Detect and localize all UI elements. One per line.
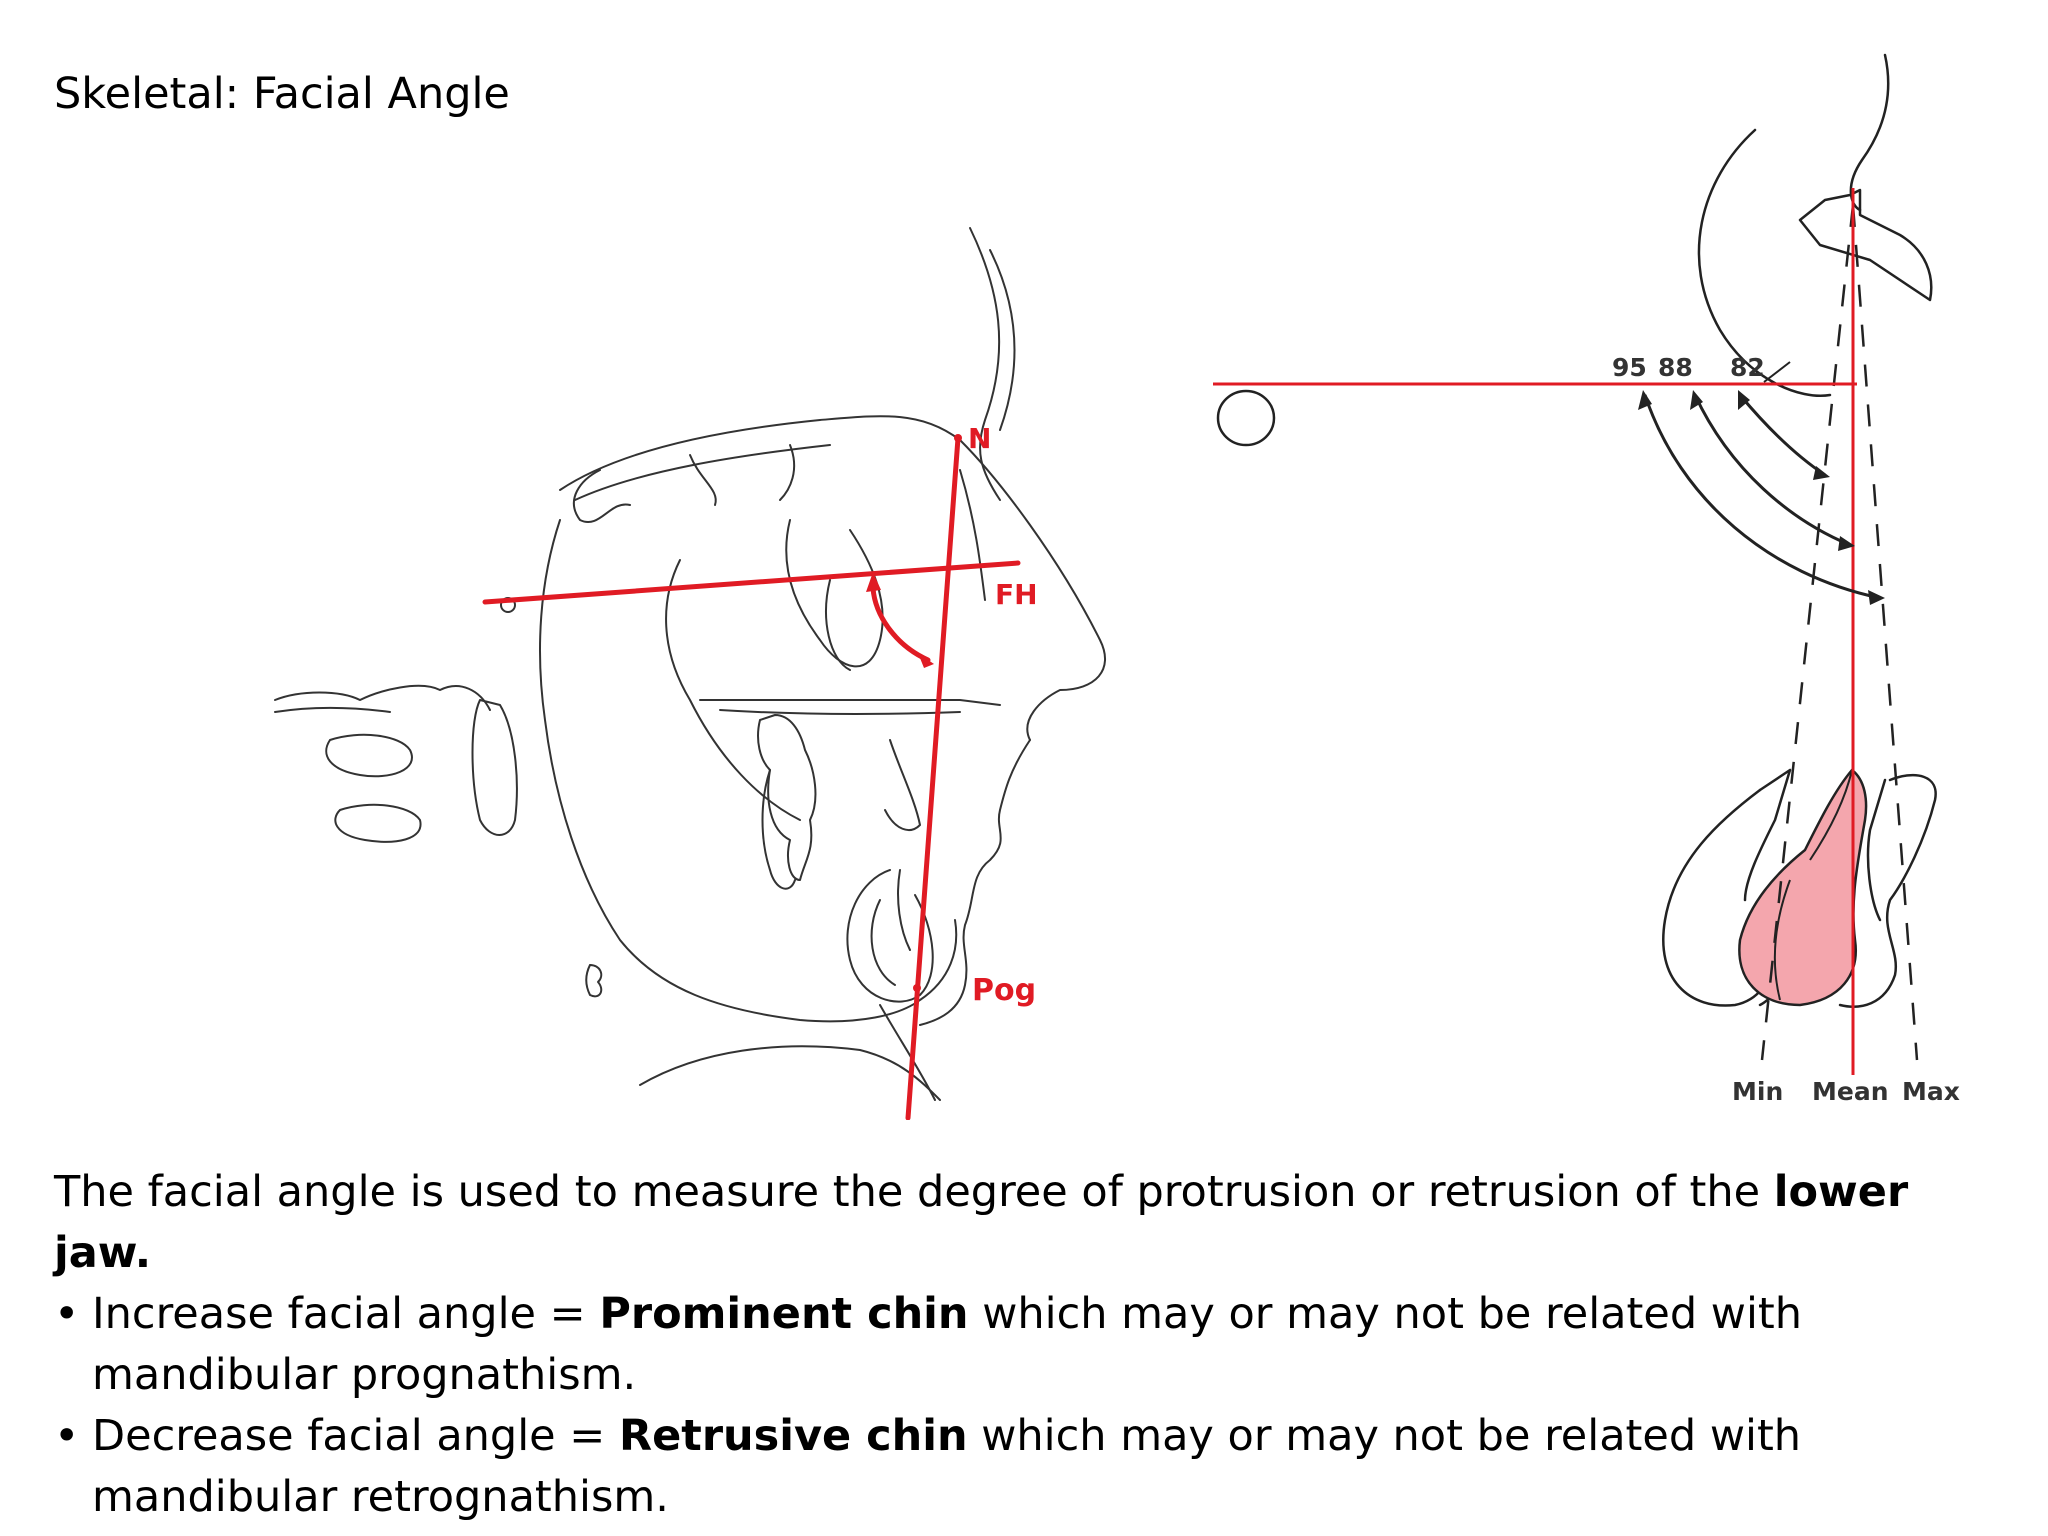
max-plane-line [1851, 204, 1919, 1061]
bullet-bold: Prominent chin [599, 1289, 969, 1339]
angle-label-tick [1763, 361, 1791, 383]
frankfort-horizontal-label: FH [995, 578, 1038, 611]
axis-label-mean: Mean [1812, 1077, 1889, 1106]
angle-label-88: 88 [1658, 353, 1693, 382]
axis-label-max: Max [1902, 1077, 1960, 1106]
angle-label-82: 82 [1730, 353, 1765, 382]
facial-plane-lines [482, 435, 1021, 1120]
intro-bold: lower jaw. [54, 1167, 1909, 1278]
arc-arrowheads [1638, 390, 1885, 605]
bullet-marker: • [54, 1289, 80, 1339]
bullet-text-after: which may or may not be related with man… [92, 1289, 1803, 1400]
arc-95 [1643, 394, 1881, 600]
slide-title: Skeletal: Facial Angle [54, 69, 510, 119]
angle-label-95: 95 [1612, 353, 1647, 382]
angle-arrowheads [866, 434, 962, 992]
body-text: The facial angle is used to measure the … [54, 1162, 2014, 1528]
intro-text: The facial angle is used to measure the … [54, 1167, 1774, 1217]
frankfort-horizontal-line [482, 560, 1021, 605]
mean-incisor-edge [1809, 769, 1853, 861]
cephalometric-tracing-figure: N FH Pog [274, 227, 1106, 1120]
mean-incisor-highlight [1738, 768, 1868, 1007]
bullet-item-prominent-chin: •Increase facial angle = Prominent chin … [54, 1284, 2014, 1406]
nasion-label: N [968, 422, 991, 455]
facial-plane-line [905, 435, 961, 1120]
facial-angle-arc [870, 585, 931, 663]
arc-82 [1738, 394, 1826, 477]
bullet-marker: • [54, 1411, 80, 1461]
bullet-text-before: Increase facial angle = [92, 1289, 600, 1339]
bullet-text-after: which may or may not be related with man… [92, 1411, 1802, 1522]
facial-angle-range-figure: 95 88 82 Min Mean Max [1213, 53, 1960, 1106]
bullet-list: •Increase facial angle = Prominent chin … [54, 1284, 2014, 1528]
bullet-bold: Retrusive chin [618, 1411, 968, 1461]
bullet-item-retrusive-chin: •Decrease facial angle = Retrusive chin … [54, 1406, 2014, 1528]
pogonion-label: Pog [972, 973, 1036, 1008]
axis-label-min: Min [1732, 1077, 1783, 1106]
angle-arcs [1643, 394, 1881, 600]
arc-88 [1693, 394, 1851, 547]
red-reference-lines [1213, 188, 1857, 1075]
skull-outline [274, 227, 1106, 1101]
intro-paragraph: The facial angle is used to measure the … [54, 1162, 2014, 1284]
bullet-text-before: Decrease facial angle = [92, 1411, 619, 1461]
